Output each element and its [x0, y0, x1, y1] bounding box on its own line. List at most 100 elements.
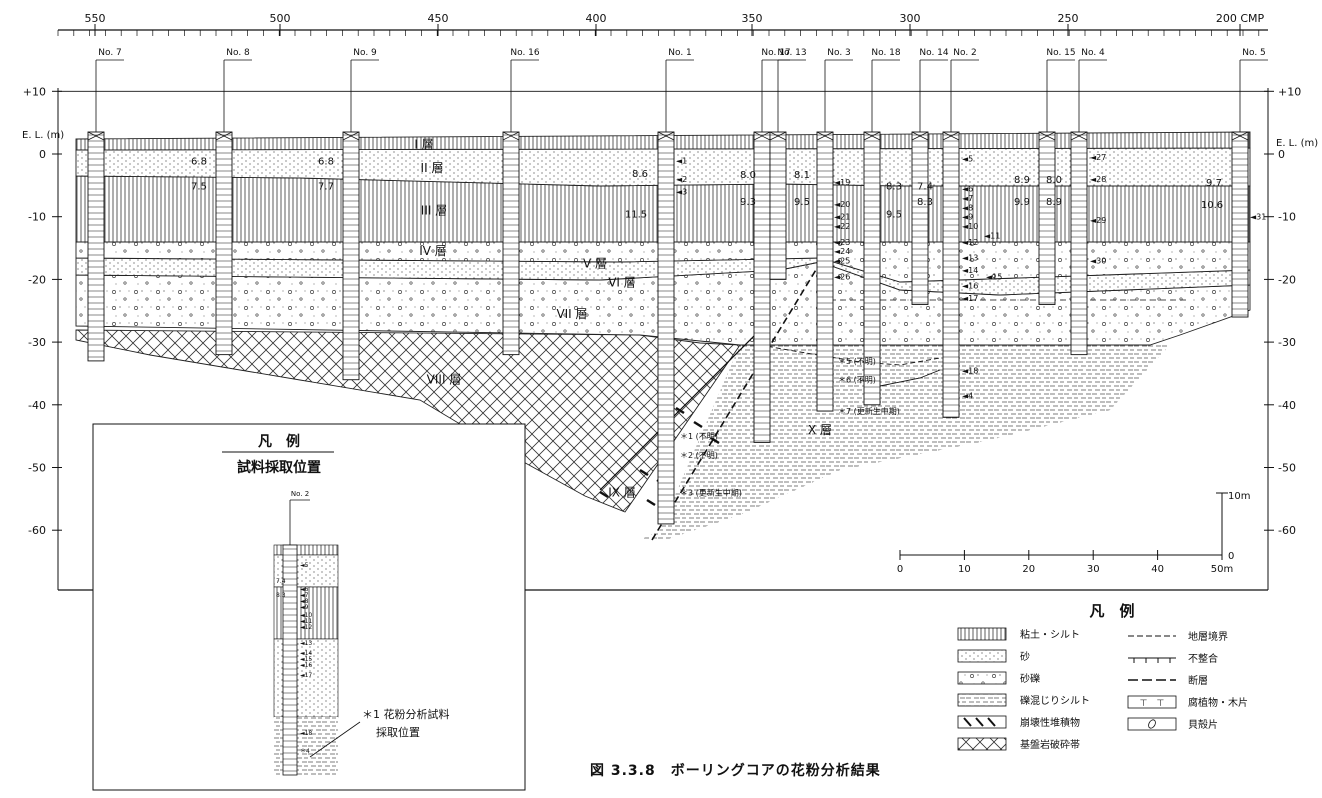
borehole-no5: No. 5 [1231, 48, 1268, 318]
legend-boundary-value: 7.4 [276, 578, 286, 585]
sample-number-label: ◄7 [962, 194, 973, 203]
layer-label: II 層 [421, 161, 444, 175]
sample-number-label: ◄19 [834, 178, 850, 187]
layer-label: VIII 層 [427, 373, 462, 387]
sample-number-label: ◄10 [962, 222, 978, 231]
layer-label: I 層 [414, 138, 433, 152]
top-axis-tick-label: 400 [586, 12, 607, 25]
top-axis-tick-label: 350 [742, 12, 763, 25]
left-elevation-tick-label: -10 [28, 211, 46, 224]
pollen-sample-label: ＊1 (不明) [680, 432, 718, 441]
borehole-name: No. 14 [919, 48, 949, 58]
borehole-core-column [911, 131, 929, 305]
figure-caption: 図 3.3.8 ボーリングコアの花粉分析結果 [590, 763, 881, 779]
legend-label: 腐植物・木片 [1188, 696, 1248, 709]
layer-x-gravelly-silt [640, 345, 1170, 540]
legend-label: 断層 [1188, 674, 1208, 687]
borehole-no16: No. 16 [502, 48, 540, 356]
sample-number-label: ◄29 [1090, 216, 1106, 225]
borehole-name: No. 18 [871, 48, 901, 58]
borehole-cap-mark [816, 131, 834, 141]
borehole-no2: No. 2 [942, 48, 979, 418]
sample-number-label: ◄8 [962, 203, 973, 212]
boundary-depth-value: 7.5 [191, 181, 207, 192]
borehole-core-column [769, 131, 787, 280]
borehole-name: No. 8 [226, 48, 250, 58]
legend-label: 礫混じりシルト [1020, 694, 1090, 707]
borehole-cap-mark [1070, 131, 1088, 141]
borehole-cap-mark [769, 131, 787, 141]
sample-number-label: ◄14 [962, 266, 978, 275]
sample-number-label: ◄16 [962, 282, 978, 291]
borehole-no4: No. 4 [1070, 48, 1107, 356]
legend-swatch-debris-mark [963, 717, 972, 727]
top-axis-tick-label: 300 [900, 12, 921, 25]
collapse-deposit-mark [599, 490, 609, 499]
borehole-cap-mark [87, 131, 105, 141]
legend-sample-label: ◄18 [300, 730, 312, 737]
legend-sample-label: ◄11 [300, 618, 312, 625]
sample-number-label: ◄1 [676, 156, 687, 165]
main-legend-title: 凡 例 [1089, 602, 1134, 620]
boundary-depth-value: 8.6 [632, 169, 648, 180]
legend-label: 砂 [1020, 650, 1030, 663]
borehole-core-column [502, 131, 520, 356]
borehole-cap-mark [863, 131, 881, 141]
fault-line [651, 249, 829, 541]
borehole-cap-mark [1038, 131, 1056, 141]
borehole-name: No. 16 [510, 48, 540, 58]
lithology-legend: 凡 例粘土・シルト砂砂礫礫混じりシルト崩壊性堆積物基盤岩破砕帯地層境界不整合断層… [957, 602, 1248, 751]
legend-sample-label: ◄12 [300, 624, 312, 631]
legend-label: 不整合 [1188, 652, 1218, 665]
borehole-core-column [657, 131, 675, 525]
sample-number-label: ◄31 [1250, 213, 1266, 222]
borehole-core-column [87, 131, 105, 362]
legend-symbol-shell [1127, 717, 1177, 731]
borehole-name: No. 9 [353, 48, 377, 58]
borehole-core-column [863, 131, 881, 406]
left-elevation-tick-label: -60 [28, 524, 46, 537]
horizontal-scale-label: 30 [1087, 564, 1100, 575]
borehole-cap-mark [753, 131, 771, 141]
vertical-scale-zero: 0 [1228, 551, 1234, 562]
borehole-cap-mark [942, 131, 960, 141]
boundary-depth-value: 9.7 [1206, 178, 1222, 189]
legend-symbol-box [1127, 717, 1177, 731]
collapse-deposit-mark [675, 406, 685, 415]
boundary-depth-value: 6.8 [191, 156, 207, 167]
sample-number-label: ◄2 [676, 175, 687, 184]
boundary-depth-value: 9.5 [886, 210, 902, 221]
horizontal-scale-label: 10 [958, 564, 971, 575]
borehole-name: No. 3 [827, 48, 851, 58]
sample-number-label: ◄21 [834, 213, 850, 222]
borehole-cap-mark [1231, 131, 1249, 141]
layer-label: X 層 [808, 423, 832, 437]
legend-label: 貝殻片 [1188, 718, 1218, 731]
sample-number-label: ◄12 [962, 238, 978, 247]
borehole-cap-mark [502, 131, 520, 141]
borehole-core-column [1070, 131, 1088, 356]
boundary-depth-value: 8.9 [1014, 175, 1030, 186]
sample-number-label: ◄5 [962, 154, 973, 163]
sample-number-label: ◄30 [1090, 257, 1106, 266]
legend-note-line-1: ＊1 花粉分析試料 [362, 707, 450, 721]
borehole-no14: No. 14 [911, 48, 949, 305]
top-axis-tick-label: 450 [428, 12, 449, 25]
layer-label: VII 層 [556, 307, 587, 321]
legend-label: 基盤岩破砕帯 [1020, 738, 1080, 751]
legend-swatch-sand [957, 649, 1007, 663]
legend-sample-label: ◄9 [300, 604, 309, 611]
top-axis-tick-label: 250 [1058, 12, 1079, 25]
fault-line-lower [599, 324, 766, 491]
legend-sample-label: ◄16 [300, 662, 312, 669]
borehole-core-column [215, 131, 233, 356]
legend-plant-icon: ⊤ ⊤ [1140, 699, 1165, 709]
borehole-cap-mark [911, 131, 929, 141]
boundary-depth-value: 8.9 [1046, 197, 1062, 208]
left-elevation-tick-label: -40 [28, 399, 46, 412]
sample-number-label: ◄9 [962, 213, 973, 222]
sample-number-label: ◄6 [962, 184, 973, 193]
borehole-cap-mark [657, 131, 675, 141]
horizontal-scale-label: 0 [897, 564, 903, 575]
